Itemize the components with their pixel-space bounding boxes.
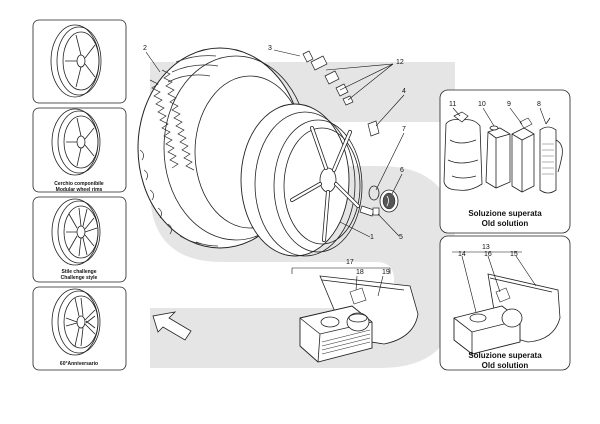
side-panel-3-caption-2: Challenge style bbox=[61, 275, 98, 281]
callout-15: 15 bbox=[510, 251, 518, 258]
side-panel-4: 60°Anniversario bbox=[32, 286, 127, 371]
callout-5: 5 bbox=[399, 234, 403, 241]
callout-9: 9 bbox=[507, 101, 511, 108]
side-panel-2-caption-1: Cerchio componibile bbox=[54, 181, 104, 187]
old-solution-box-1-line2: Old solution bbox=[482, 219, 529, 228]
old-solution-box-1-line1: Soluzione superata bbox=[468, 209, 542, 218]
old-solution-box-2-line2: Old solution bbox=[482, 361, 529, 370]
callout-2: 2 bbox=[143, 45, 147, 52]
callout-10: 10 bbox=[478, 101, 486, 108]
callout-1: 1 bbox=[370, 234, 374, 241]
side-panel-1 bbox=[32, 19, 127, 104]
centre-cap-emblem bbox=[379, 189, 399, 213]
callout-17: 17 bbox=[346, 259, 354, 266]
callout-11: 11 bbox=[449, 101, 456, 108]
callout-3: 3 bbox=[268, 45, 272, 52]
seal-ring bbox=[368, 185, 380, 201]
wheel-rim bbox=[240, 103, 363, 257]
old-solution-box-2-line1: Soluzione superata bbox=[468, 351, 542, 360]
callout-12: 12 bbox=[396, 59, 404, 66]
old-solution-box-1: Soluzione superata Old solution bbox=[439, 89, 571, 234]
side-panel-2-caption-2: Modular wheel rims bbox=[56, 187, 103, 193]
callout-6: 6 bbox=[400, 167, 404, 174]
balance-weight bbox=[367, 120, 380, 137]
callout-8: 8 bbox=[537, 101, 541, 108]
old-solution-box-2: Soluzione superata Old solution bbox=[439, 235, 571, 371]
callout-13: 13 bbox=[482, 244, 490, 251]
compressor-kit bbox=[291, 267, 419, 363]
callout-16: 16 bbox=[484, 251, 492, 258]
leader-lines-main bbox=[145, 49, 405, 238]
side-panel-4-caption-1: 60°Anniversario bbox=[60, 361, 98, 367]
callout-19: 19 bbox=[382, 269, 390, 276]
callout-4: 4 bbox=[402, 88, 406, 95]
wheel-bolt bbox=[359, 205, 380, 217]
callout-18: 18 bbox=[356, 269, 364, 276]
direction-arrow bbox=[152, 311, 192, 341]
callout-numbers: 2 3 12 4 7 6 1 5 17 18 19 11 10 9 8 13 1… bbox=[143, 45, 541, 276]
side-panel-3: Stile challenge Challenge style bbox=[32, 196, 127, 283]
side-panel-3-caption-1: Stile challenge bbox=[61, 269, 96, 275]
callout-14: 14 bbox=[458, 251, 466, 258]
side-panel-2: Cerchio componibile Modular wheel rims bbox=[32, 107, 127, 193]
callout-7: 7 bbox=[402, 126, 406, 133]
